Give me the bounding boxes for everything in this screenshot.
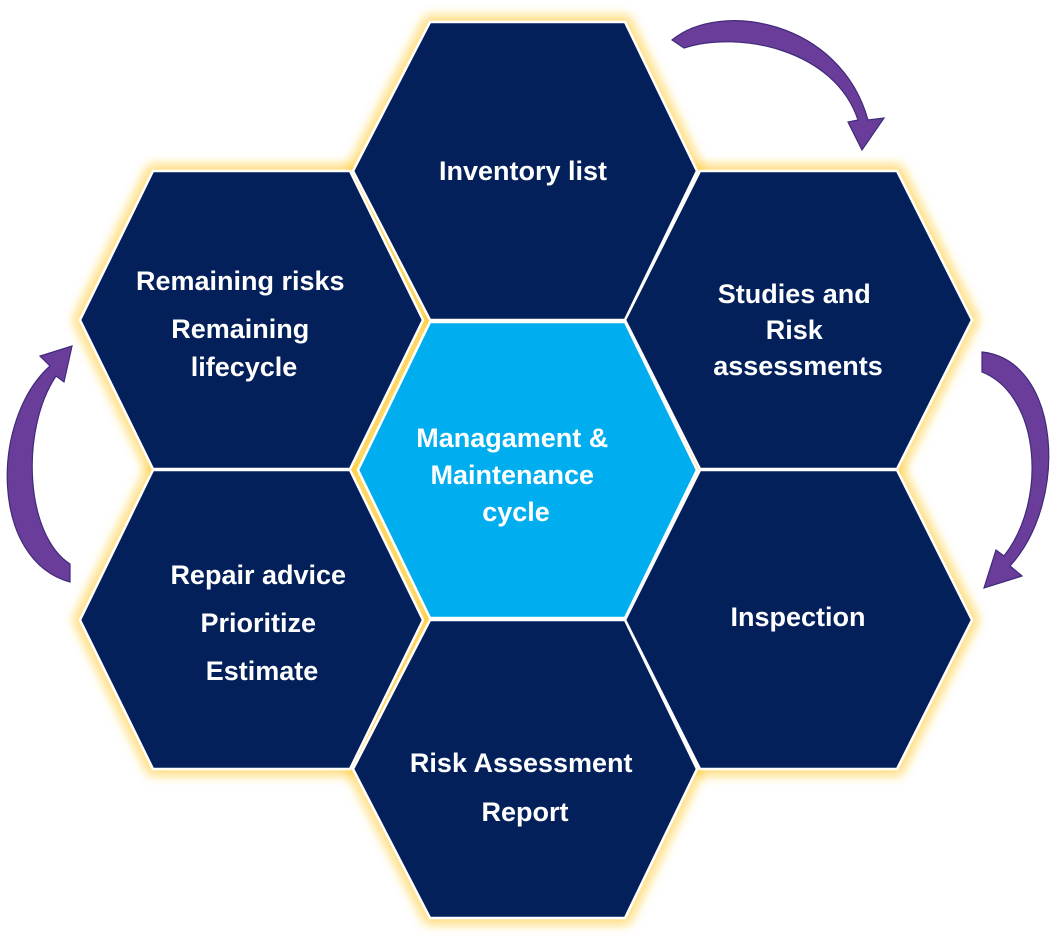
hex-label-line: Risk <box>766 315 824 345</box>
curved-arrow-icon <box>981 351 1050 589</box>
hex-repair-advice: Repair advice Prioritize Estimate <box>78 468 425 771</box>
hex-label-line: Report <box>482 797 569 827</box>
hex-label-line: Managament & <box>416 423 608 453</box>
hex-inspection: Inspection <box>623 468 974 771</box>
hex-label-remaining-risks: Remaining risks Remaining lifecycle <box>136 266 352 382</box>
hex-label-line: Remaining risks <box>136 266 345 296</box>
hex-label-line: Remaining <box>171 314 309 344</box>
hex-label-line: Prioritize <box>200 608 316 638</box>
hex-inventory-list: Inventory list <box>351 20 699 322</box>
curved-arrow-icon <box>6 345 73 583</box>
hex-label-line: assessments <box>713 351 883 381</box>
hex-label-line: lifecycle <box>191 352 298 382</box>
hex-label-line: cycle <box>482 497 550 527</box>
hex-studies-risk-assessments: Studies and Risk assessments <box>623 169 974 471</box>
hex-label-inspection: Inspection <box>730 602 865 632</box>
hex-label-inventory-list: Inventory list <box>439 156 607 186</box>
hex-center-shape <box>356 320 699 620</box>
hex-center-management-maintenance-cycle: Managament & Maintenance cycle <box>356 320 699 620</box>
hex-label-risk-assessment-report: Risk Assessment Report <box>410 748 640 827</box>
hex-label-line: Maintenance <box>430 460 594 490</box>
hex-label-line: Risk Assessment <box>410 748 633 778</box>
hex-label-repair-advice: Repair advice Prioritize Estimate <box>170 560 353 686</box>
hex-label-line: Repair advice <box>170 560 346 590</box>
hex-remaining-risks: Remaining risks Remaining lifecycle <box>78 169 425 471</box>
curved-arrow-icon <box>670 20 886 152</box>
hex-label-line: Estimate <box>206 656 319 686</box>
hex-label-line: Inventory list <box>439 156 607 186</box>
hex-label-line: Studies and <box>718 279 871 309</box>
hex-label-line: Inspection <box>730 602 865 632</box>
hex-label-studies-risk-assessments: Studies and Risk assessments <box>713 279 883 381</box>
hex-shape <box>78 169 425 471</box>
hex-label-center: Managament & Maintenance cycle <box>416 423 616 527</box>
hex-shape <box>351 618 699 920</box>
hex-risk-assessment-report: Risk Assessment Report <box>351 618 699 920</box>
